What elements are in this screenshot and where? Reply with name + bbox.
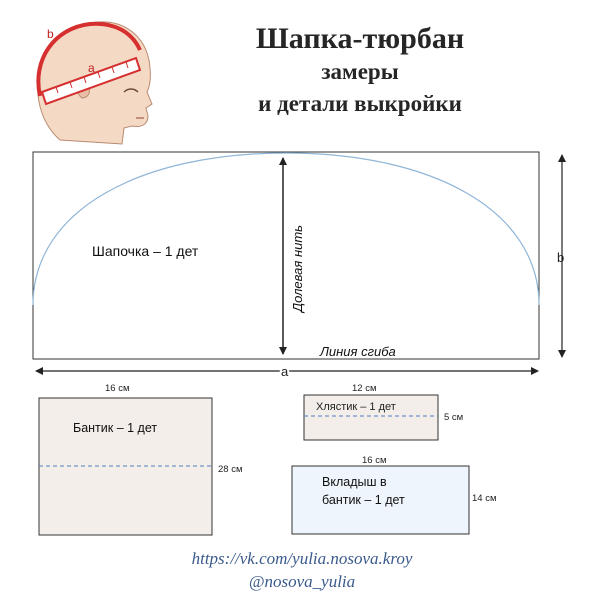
title-block: Шапка-тюрбан замеры и детали выкройки	[200, 22, 520, 120]
main-piece-label: Шапочка – 1 дет	[92, 243, 199, 259]
head-label-a: a	[88, 61, 95, 75]
footer-link[interactable]: https://vk.com/yulia.nosova.kroy	[191, 549, 413, 568]
measure-band-a	[40, 56, 142, 106]
insert-width-label: 16 см	[362, 455, 387, 466]
measure-arc-b	[36, 21, 142, 97]
footer-handle[interactable]: @nosova_yulia	[248, 572, 356, 591]
insert-piece	[291, 465, 470, 535]
strap-height-label: 5 см	[444, 412, 463, 423]
main-piece-outline	[32, 151, 540, 360]
fold-line-label: Линия сгиба	[319, 344, 396, 359]
measure-ticks	[55, 61, 129, 94]
strap-piece-label: Хлястик – 1 дет	[316, 401, 396, 413]
dimension-b-label: b	[557, 250, 564, 265]
insert-piece-label-line2: бантик – 1 дет	[322, 493, 405, 507]
head-label-b: b	[47, 27, 54, 41]
strap-width-label: 12 см	[352, 383, 377, 394]
page-title: Шапка-тюрбан	[255, 22, 465, 55]
main-piece-arc	[32, 152, 540, 306]
strap-piece	[303, 394, 439, 441]
dimension-a-label: a	[281, 364, 289, 379]
head-measurement-illustration: b a	[36, 21, 153, 145]
grain-line-label: Долевая нить	[290, 225, 305, 314]
eye-icon	[123, 88, 139, 93]
bow-height-label: 28 см	[218, 464, 243, 475]
bow-width-label: 16 см	[105, 383, 130, 394]
insert-height-label: 14 см	[472, 493, 497, 504]
insert-piece-label-line1: Вкладыш в	[322, 475, 387, 489]
subtitle-measurements: замеры	[321, 59, 399, 84]
bow-piece-label: Бантик – 1 дет	[73, 421, 157, 435]
subtitle-pattern-pieces: и детали выкройки	[258, 91, 462, 116]
